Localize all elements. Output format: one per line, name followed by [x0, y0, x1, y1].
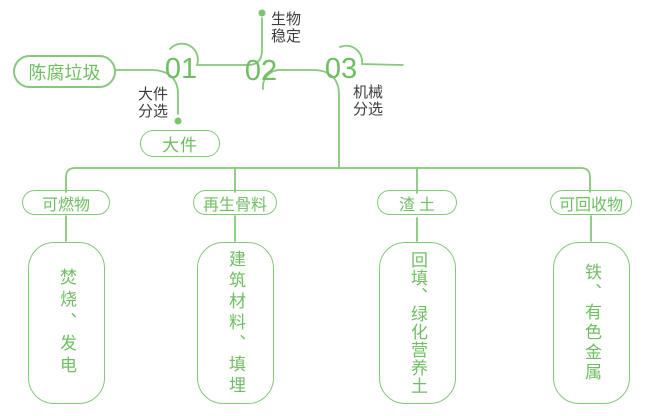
step3-number: 03: [324, 53, 358, 85]
treatment-box-recycled-aggregate: 建筑材料、填埋: [197, 242, 274, 404]
treatment-box-combustibles: 焚烧、发电: [28, 242, 105, 404]
connector-step2-to-step3-trunk: [262, 69, 340, 169]
treatment-text: 建筑材料、填埋: [226, 249, 245, 397]
step2-number: 02: [244, 55, 278, 87]
category-node-residue-soil: 渣土: [377, 190, 457, 215]
source-node: 陈腐垃圾: [13, 55, 116, 88]
category-node-combustibles: 可燃物: [22, 190, 110, 215]
connector-step1-to-step2: [169, 17, 263, 66]
connector-step3-exit: [339, 44, 404, 66]
category-node-recycled-aggregate: 再生骨料: [193, 190, 277, 215]
treatment-text: 焚烧、发电: [57, 268, 76, 378]
step1-branch-node: 大件: [140, 130, 220, 157]
treatment-text: 回填、绿化营养土: [408, 251, 427, 395]
connector-source-to-step1-branch: [115, 69, 179, 115]
step1-process-label: 大件分选: [138, 86, 169, 120]
distribution-bar: [65, 167, 591, 193]
treatment-box-residue-soil: 回填、绿化营养土: [379, 242, 456, 404]
branch-dot-step1: [174, 117, 182, 125]
branch-dot-step2: [258, 9, 266, 17]
step2-process-label: 生物稳定: [271, 11, 302, 45]
treatment-text: 铁、有色金属: [582, 263, 601, 383]
step3-process-label: 机械分选: [353, 84, 384, 118]
step1-number: 01: [164, 53, 198, 85]
treatment-box-recyclables: 铁、有色金属: [553, 242, 630, 404]
category-node-recyclables: 可回收物: [550, 190, 632, 215]
